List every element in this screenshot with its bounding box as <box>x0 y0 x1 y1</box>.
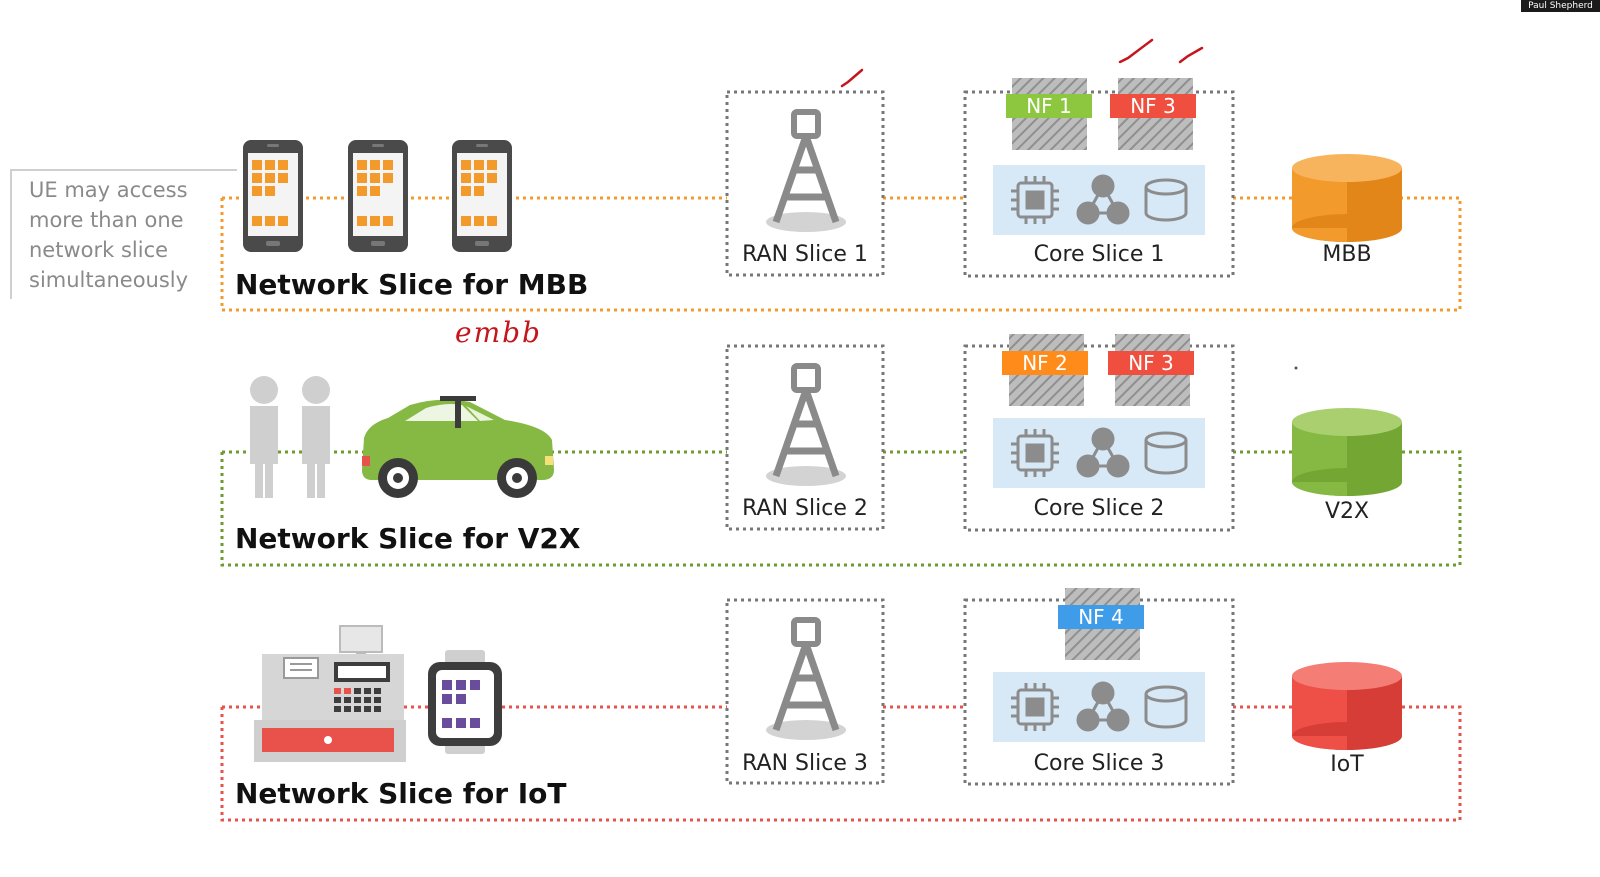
car-icon <box>362 396 554 498</box>
core-function-icons <box>991 670 1207 744</box>
ran-box-2 <box>725 344 885 531</box>
speaker-name-tag: Paul Shepherd <box>1521 0 1600 12</box>
core-function-icons <box>991 163 1207 237</box>
nf-tag: NF 3 <box>1110 94 1196 118</box>
nf-tag: NF 3 <box>1108 351 1194 375</box>
nf-tag: NF 1 <box>1006 94 1092 118</box>
handwritten-annotation: embb <box>455 316 542 349</box>
core-label: Core Slice 1 <box>1033 242 1165 267</box>
db-label: IoT <box>1330 752 1364 777</box>
nf-tag: NF 2 <box>1002 351 1088 375</box>
smartphone-icon <box>452 140 512 252</box>
ran-label: RAN Slice 2 <box>742 496 868 521</box>
slice-title-iot: Network Slice for IoT <box>235 777 567 810</box>
slice-title-mbb: Network Slice for MBB <box>235 268 589 301</box>
smartphone-icon <box>348 140 408 252</box>
side-note-bracket <box>10 169 237 299</box>
handwritten-check-icon <box>840 38 1204 88</box>
db-label: MBB <box>1322 242 1372 267</box>
side-note-text: UE may access more than one network slic… <box>29 178 189 292</box>
database-icon-iot <box>1292 662 1402 750</box>
ran-box-3 <box>725 598 885 785</box>
nf-tag: NF 4 <box>1058 605 1144 629</box>
ran-label: RAN Slice 3 <box>742 751 868 776</box>
ran-label: RAN Slice 1 <box>742 242 868 267</box>
smartwatch-icon <box>428 650 502 754</box>
core-function-icons <box>991 416 1207 490</box>
pedestrian-icon <box>302 376 330 498</box>
database-icon-v2x <box>1292 408 1402 496</box>
pedestrian-icon <box>250 376 278 498</box>
core-label: Core Slice 2 <box>1033 496 1165 521</box>
database-icon-mbb <box>1292 154 1402 242</box>
db-label: V2X <box>1324 499 1370 524</box>
slice-title-v2x: Network Slice for V2X <box>235 522 581 555</box>
smartphone-icon <box>243 140 303 252</box>
core-label: Core Slice 3 <box>1033 751 1165 776</box>
cash-register-icon <box>254 625 406 762</box>
ran-box-1 <box>725 90 885 277</box>
